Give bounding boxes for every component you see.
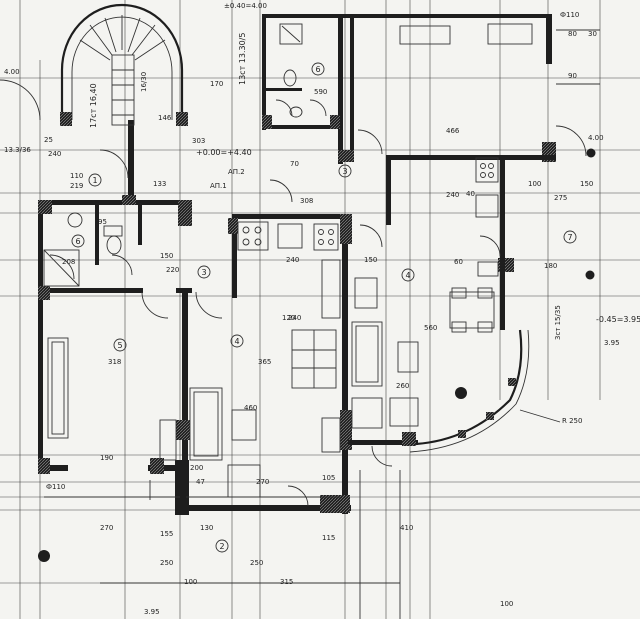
stair-treads — [79, 15, 166, 126]
dim-label: 150 — [364, 256, 377, 264]
dim-label: 308 — [300, 197, 313, 205]
dim-label: 70 — [290, 160, 299, 168]
stair-right-label: 3ст 15/35 — [554, 305, 562, 340]
dim-label: 208 — [62, 258, 75, 266]
ap2-label: АП.2 — [228, 168, 245, 176]
dim-label: 466 — [446, 127, 460, 135]
dim-label: 410 — [400, 524, 413, 532]
dim-label: 270 — [256, 478, 269, 486]
dim-label: 155 — [160, 530, 173, 538]
stair-steps-top-label: 13ст 13.30/5 — [238, 33, 247, 85]
room-number: 4 — [234, 337, 239, 346]
dimension-ticks — [44, 29, 600, 619]
room-markers: 1 2 3 3 4 4 5 6 6 7 — [71, 62, 577, 553]
dim-label: 260 — [396, 382, 409, 390]
dim-label: 100 — [184, 578, 197, 586]
dim-label: 365 — [258, 358, 271, 366]
dim-label: 100 — [500, 600, 513, 608]
dim-label: 30 — [588, 30, 597, 38]
room-number: 7 — [567, 233, 572, 242]
room-number: 2 — [219, 542, 224, 551]
bottom-code: Ф110 — [46, 483, 65, 491]
elevation-left: 13.3/36 — [4, 146, 31, 154]
dim-label: 146 — [158, 114, 172, 122]
dim-label: 318 — [108, 358, 121, 366]
dim-label: 120 — [282, 314, 295, 322]
room-number: 5 — [117, 341, 122, 350]
dim-label: 200 — [190, 464, 203, 472]
dim-label: 590 — [314, 88, 327, 96]
stair-dim-label: 16/30 — [140, 72, 148, 92]
room-number: 1 — [92, 176, 97, 185]
dim-label: 270 — [100, 524, 113, 532]
room-number: 4 — [405, 271, 410, 280]
room-number: 6 — [75, 237, 80, 246]
dim-label: 180 — [544, 262, 557, 270]
elevation-right: -0.45=3.95 — [596, 315, 640, 324]
dim-label: 250 — [160, 559, 173, 567]
bay-window — [409, 329, 530, 453]
dim-label: 460 — [244, 404, 257, 412]
dim-label: 40 — [466, 190, 475, 198]
dim-label: 240 — [48, 150, 61, 158]
dim-label: 315 — [280, 578, 293, 586]
dim-label: 150 — [580, 180, 593, 188]
annotations: 17ст 16,40 13ст 13.30/5 16/30 +0.00=+4.4… — [4, 2, 640, 616]
elevation-top: ±0.40=4.00 — [224, 2, 267, 10]
dim-label: 25 — [44, 136, 53, 144]
furniture — [43, 23, 533, 498]
dimension-labels: 80 30 90 170 303 133 110 219 240 25 150 … — [44, 30, 597, 608]
dim-label: 220 — [166, 266, 179, 274]
dim-label: 133 — [153, 180, 166, 188]
dim-label: 240 — [288, 314, 301, 322]
room-number: 3 — [201, 268, 206, 277]
elevation-entry: +0.00=+4.40 — [196, 148, 252, 157]
room-number: 3 — [342, 167, 347, 176]
dim-label: 90 — [568, 72, 577, 80]
mark-right: 4.00 — [588, 134, 604, 142]
dim-label: 303 — [192, 137, 205, 145]
elevation-right-2: 3.95 — [604, 339, 620, 347]
dim-label: 110 — [70, 172, 83, 180]
walls — [38, 3, 556, 515]
dim-label: 95 — [98, 218, 107, 226]
top-left-level: 4.00 — [4, 68, 20, 76]
dim-label: 170 — [210, 80, 223, 88]
dim-label: 47 — [196, 478, 205, 486]
ap1-label: АП.1 — [210, 182, 227, 190]
dim-label: 80 — [568, 30, 577, 38]
radius-label: R 250 — [562, 417, 582, 425]
dim-label: 250 — [250, 559, 263, 567]
dim-label: 219 — [70, 182, 83, 190]
dim-label: 240 — [286, 256, 299, 264]
dim-label: 115 — [322, 534, 335, 542]
dim-label: 190 — [100, 454, 113, 462]
room-number: 6 — [315, 65, 320, 74]
stair-steps-label: 17ст 16,40 — [89, 83, 98, 128]
dim-label: 60 — [454, 258, 463, 266]
dim-label: 275 — [554, 194, 567, 202]
dim-label: 560 — [424, 324, 437, 332]
door-swings — [0, 79, 587, 507]
dim-label: 150 — [160, 252, 173, 260]
dim-label: 100 — [528, 180, 541, 188]
column-markers — [38, 148, 596, 562]
dim-label: 240 — [446, 191, 459, 199]
elevation-bottom: 3.95 — [144, 608, 160, 616]
dim-label: 105 — [322, 474, 335, 482]
dim-label: 130 — [200, 524, 213, 532]
top-right-code: Ф110 — [560, 11, 579, 19]
